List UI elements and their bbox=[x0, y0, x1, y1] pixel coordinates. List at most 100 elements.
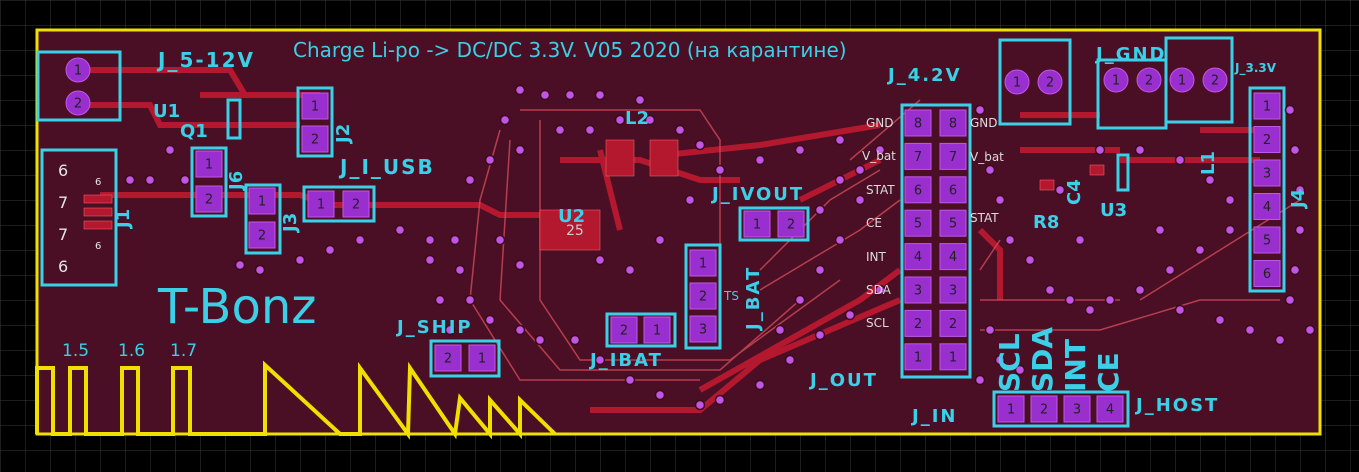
j-host-vertical-label: CE bbox=[1092, 352, 1125, 392]
via bbox=[354, 234, 366, 246]
via bbox=[454, 264, 466, 276]
via bbox=[654, 234, 666, 246]
via bbox=[1084, 304, 1096, 316]
via bbox=[714, 164, 726, 176]
label-j-3-3v: J_3.3V bbox=[1235, 61, 1277, 75]
refdes-r8: R8 bbox=[1033, 212, 1060, 233]
via bbox=[534, 334, 546, 346]
via bbox=[1064, 294, 1076, 306]
via bbox=[514, 84, 526, 96]
pad-number: 2 bbox=[620, 324, 628, 339]
j-5-12v-pin: 2 bbox=[65, 90, 91, 116]
via bbox=[514, 259, 526, 271]
j-ibat-pin: 2 bbox=[610, 316, 638, 344]
via bbox=[584, 124, 596, 136]
smd-pads bbox=[83, 139, 1105, 251]
refdes-q1: Q1 bbox=[180, 121, 208, 142]
j-in-pin: 4 bbox=[904, 243, 932, 271]
via bbox=[1224, 194, 1236, 206]
via bbox=[1004, 234, 1016, 246]
j-host-pin: 1 bbox=[997, 395, 1025, 423]
pad-number: 1 bbox=[699, 257, 707, 272]
via bbox=[1054, 184, 1066, 196]
via bbox=[674, 124, 686, 136]
via bbox=[834, 234, 846, 246]
j-in-pin: 8 bbox=[939, 109, 967, 137]
label-j-in: J_IN bbox=[912, 406, 958, 427]
j-host-pin: 3 bbox=[1063, 395, 1091, 423]
pad-number: 7 bbox=[949, 150, 957, 165]
via bbox=[814, 264, 826, 276]
label-j-ivout: J_IVOUT bbox=[712, 184, 805, 205]
j-in-pin: 5 bbox=[939, 209, 967, 237]
via bbox=[974, 104, 986, 116]
pad-number: 2 bbox=[74, 97, 82, 112]
refdes-c4: C4 bbox=[1064, 179, 1085, 205]
pad-number: 3 bbox=[914, 284, 922, 299]
antenna-label-1: 1.5 bbox=[62, 341, 90, 361]
via bbox=[1164, 264, 1176, 276]
label-j-i-usb: J_I_USB bbox=[340, 155, 435, 179]
pad-number: 5 bbox=[949, 217, 957, 232]
board-title: Charge Li-po -> DC/DC 3.3V. V05 2020 (на… bbox=[293, 38, 847, 62]
via bbox=[1244, 324, 1256, 336]
refdes-j6: J6 bbox=[226, 170, 247, 190]
via bbox=[984, 164, 996, 176]
pad-number: 2 bbox=[699, 290, 707, 305]
j3-pin: 2 bbox=[248, 221, 276, 249]
via bbox=[1284, 294, 1296, 306]
pad-number: 2 bbox=[311, 133, 319, 148]
j-in-label-left: INT bbox=[866, 249, 886, 264]
label-j-gnd: J_GND bbox=[1096, 44, 1167, 65]
j1-pin-label: 6 bbox=[58, 161, 69, 180]
via bbox=[874, 284, 886, 296]
via bbox=[614, 114, 626, 126]
pad-number: 2 bbox=[787, 218, 795, 233]
j-in-label-left: SCL bbox=[866, 316, 889, 331]
pad-number: 1 bbox=[1013, 76, 1021, 91]
j-gnd-pin: 1 bbox=[1103, 67, 1129, 93]
j-in-label-left: GND bbox=[866, 116, 894, 130]
pad-number: 1 bbox=[1178, 74, 1186, 89]
pad-number: 2 bbox=[1040, 403, 1048, 418]
via bbox=[1174, 304, 1186, 316]
j-gnd-pin: 1 bbox=[1169, 67, 1195, 93]
pad-number: 2 bbox=[1046, 76, 1054, 91]
j-4-2v-pin: 1 bbox=[1004, 69, 1030, 95]
via bbox=[1289, 144, 1301, 156]
j-in-pin: 8 bbox=[904, 109, 932, 137]
u2-pin-25: 25 bbox=[566, 223, 584, 239]
label-j-4-2v: J_4.2V bbox=[888, 65, 962, 86]
j-in-pin: 6 bbox=[904, 176, 932, 204]
via bbox=[234, 259, 246, 271]
j-host-vertical-label: SCL bbox=[993, 333, 1026, 392]
j-in-label-left: CE bbox=[866, 216, 882, 231]
pad-number: 3 bbox=[1073, 403, 1081, 418]
pad-number: 6 bbox=[1263, 267, 1271, 282]
refdes-l1: L1 bbox=[1198, 151, 1219, 175]
via bbox=[1094, 144, 1106, 156]
via bbox=[464, 294, 476, 306]
via bbox=[254, 264, 266, 276]
via bbox=[624, 264, 636, 276]
via bbox=[654, 389, 666, 401]
j-in-pin: 3 bbox=[904, 276, 932, 304]
via bbox=[484, 154, 496, 166]
j1-pin-label: 7 bbox=[58, 225, 69, 244]
via bbox=[1174, 154, 1186, 166]
j-in-pin: 7 bbox=[939, 142, 967, 170]
via bbox=[874, 144, 886, 156]
via bbox=[499, 114, 511, 126]
j-in-label-left: SDA bbox=[866, 283, 891, 297]
j-gnd-pin: 2 bbox=[1136, 67, 1162, 93]
j4-pin: 5 bbox=[1253, 226, 1281, 254]
via bbox=[834, 174, 846, 186]
via bbox=[1289, 264, 1301, 276]
pad-number: 1 bbox=[317, 198, 325, 213]
via bbox=[594, 354, 606, 366]
label-j-host: J_HOST bbox=[1136, 395, 1220, 416]
via bbox=[494, 234, 506, 246]
j-in-pin: 2 bbox=[939, 309, 967, 337]
